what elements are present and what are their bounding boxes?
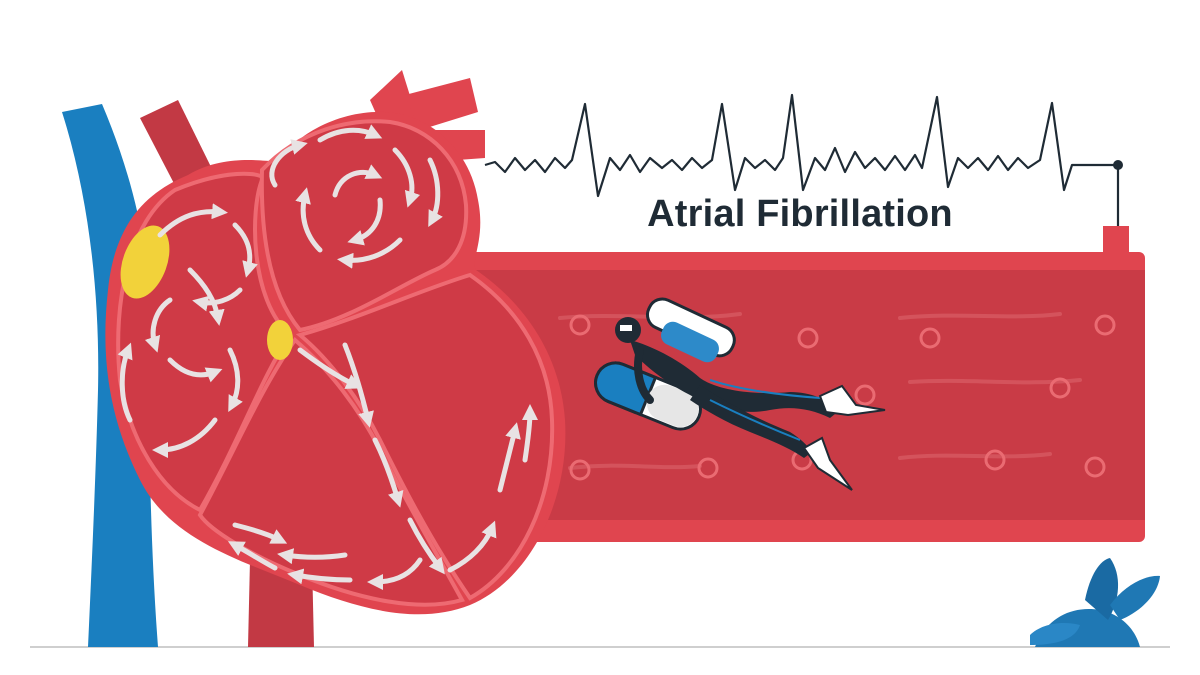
blood-cell [569, 459, 591, 481]
atrioventricular-node [267, 320, 293, 360]
blood-cell [854, 384, 876, 406]
diver-fin [818, 384, 886, 417]
page-title: Atrial Fibrillation [647, 193, 953, 235]
blood-cell [984, 449, 1006, 471]
blood-cell [797, 327, 819, 349]
blood-cell [919, 327, 941, 349]
ecg-wave-icon [484, 93, 1120, 226]
heart-icon [105, 111, 566, 615]
blood-cell [697, 457, 719, 479]
blood-cell [1094, 314, 1116, 336]
plant-icon [1030, 558, 1160, 647]
scuba-diver-icon [615, 297, 886, 491]
ecg-electrode [1113, 160, 1123, 170]
blood-cell [569, 314, 591, 336]
diver-fin [802, 436, 853, 491]
sinoatrial-node [120, 225, 170, 299]
blood-cell [1049, 377, 1071, 399]
blood-cell [1084, 456, 1106, 478]
